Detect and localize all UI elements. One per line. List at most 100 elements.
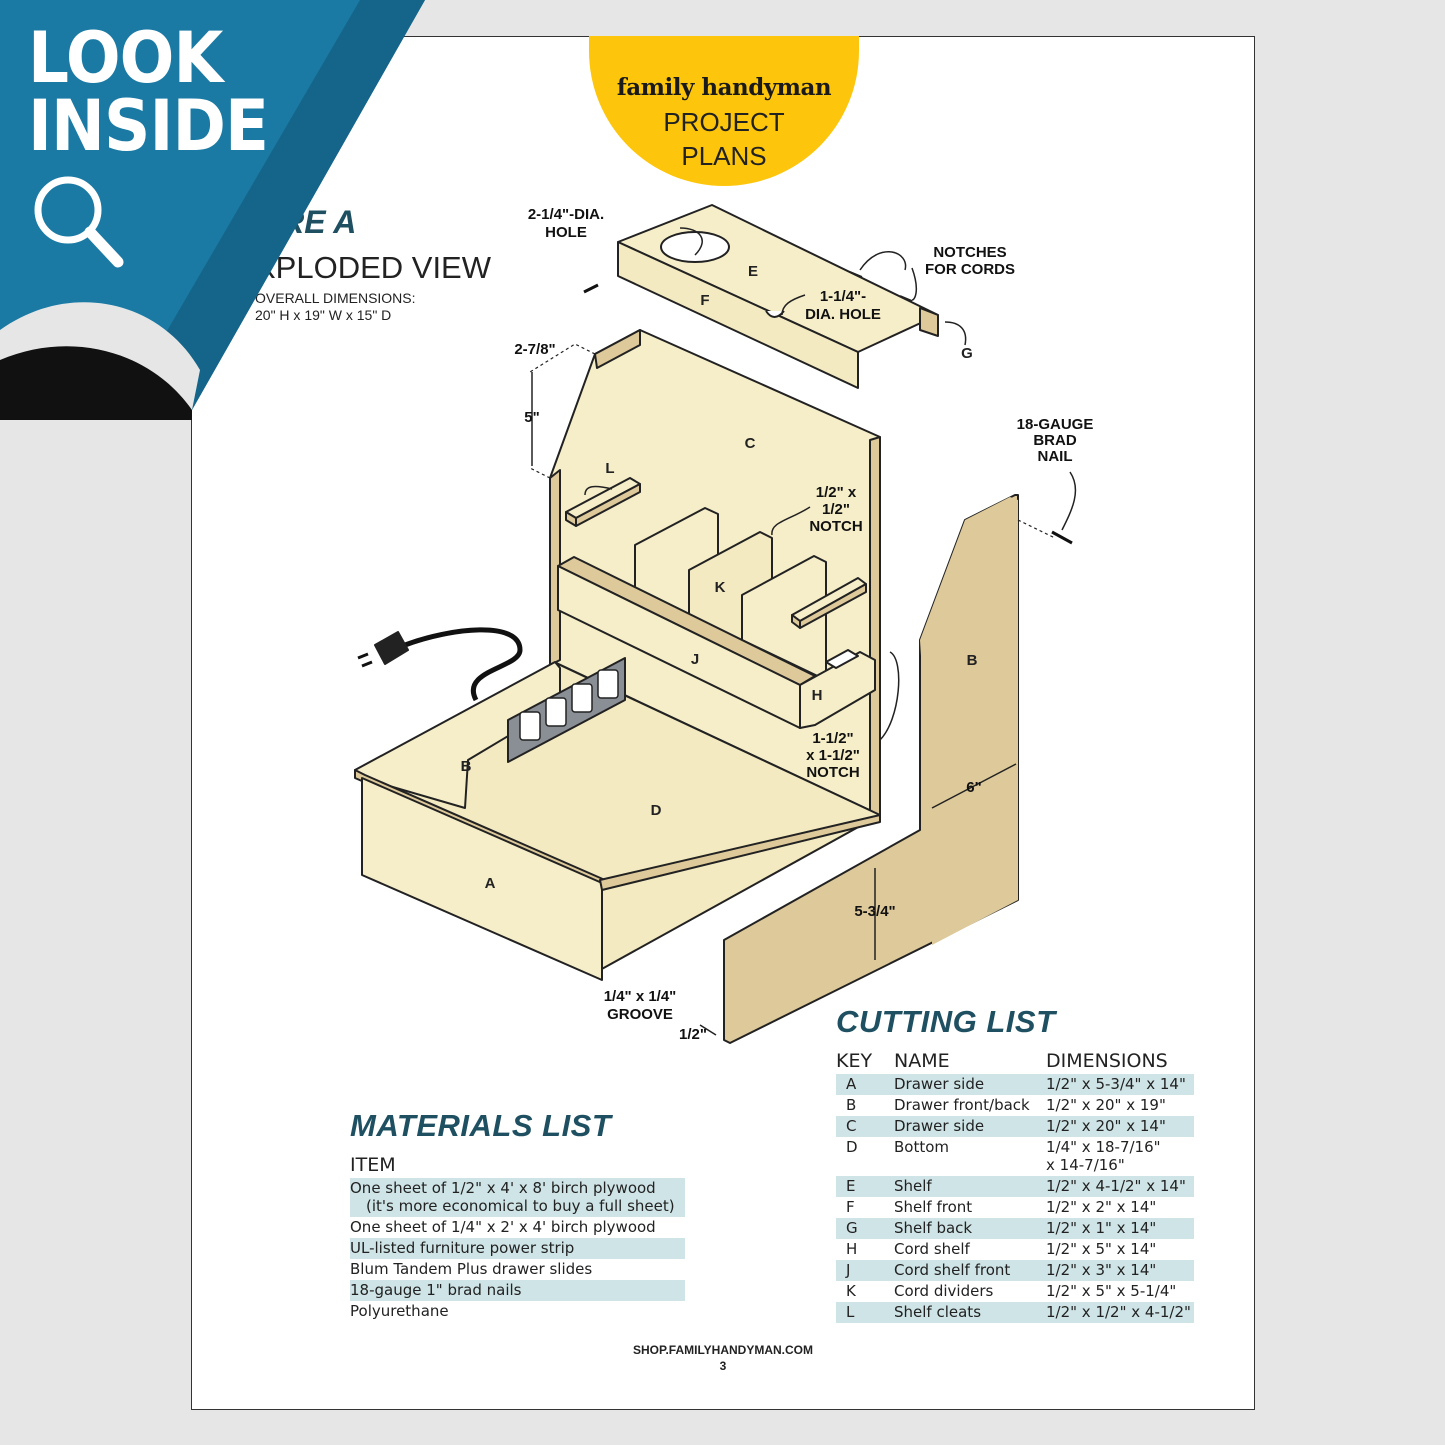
row-dims: 1/2" x 1/2" x 4-1/2" [1046,1303,1191,1321]
row-name: Shelf cleats [894,1303,982,1321]
part-label-f: F [700,292,709,309]
cord-divider-3 [741,555,827,681]
row-key: L [846,1303,855,1321]
magnifier-icon [34,176,124,268]
row-dims: 1/2" x 20" x 19" [1046,1096,1166,1114]
look-inside-banner [0,0,425,420]
row-dims: 1/2" x 3" x 14" [1046,1261,1157,1279]
part-label-h: H [812,687,823,704]
dims-value: 20" H x 19" W x 15" D [255,307,392,323]
cutting-list-header: KEY NAME DIMENSIONS [836,1050,1194,1072]
part-label-a: A [485,875,496,892]
list-item: UL-listed furniture power strip [350,1238,685,1259]
row-name: Shelf [894,1177,932,1195]
header-name: NAME [894,1050,950,1072]
row-dims: 1/2" x 20" x 14" [1046,1117,1166,1135]
table-row: J Cord shelf front 1/2" x 3" x 14" [836,1260,1194,1281]
callout-groove-2: GROOVE [607,1006,673,1023]
row-name: Drawer side [894,1075,985,1093]
row-dims: 1/4" x 18-7/16"x 14-7/16" [1046,1138,1194,1174]
callout-dim-5: 5" [524,409,539,426]
callout-notches-2: FOR CORDS [925,261,1015,278]
callout-dim-6: 6" [966,779,981,796]
row-name: Drawer front/back [894,1096,1030,1114]
callout-notch-half-3: NOTCH [809,518,862,535]
row-dims-line2: x 14-7/16" [1046,1156,1125,1174]
callout-dim-half: 1/2" [679,1026,707,1043]
header-dims: DIMENSIONS [1046,1050,1168,1072]
row-key: D [846,1138,858,1156]
callout-notch-big-1: 1-1/2" [812,730,853,747]
row-key: A [846,1075,857,1093]
table-row: A Drawer side 1/2" x 5-3/4" x 14" [836,1074,1194,1095]
big-hole [660,231,730,263]
header-key: KEY [836,1050,873,1072]
row-name: Cord shelf [894,1240,970,1258]
look-inside-line-2: INSIDE [28,85,269,167]
figure-subtitle: XPLODED VIEW [255,250,491,285]
row-dims: 1/2" x 4-1/2" x 14" [1046,1177,1186,1195]
row-key: C [846,1117,857,1135]
callout-notch-half-2: 1/2" [822,501,850,518]
badge-line-2: PLANS [681,141,767,171]
part-label-c: C [745,435,756,452]
list-item-note: (it's more economical to buy a full shee… [366,1197,675,1215]
part-label-e: E [748,263,758,280]
callout-notch-half-1: 1/2" x [816,484,857,501]
table-row: L Shelf cleats 1/2" x 1/2" x 4-1/2" [836,1302,1194,1323]
brand-badge: family handyman PROJECT PLANS [589,36,859,186]
cutting-list-table: KEY NAME DIMENSIONS A Drawer side 1/2" x 5… [836,1050,1194,1323]
row-name: Cord shelf front [894,1261,1011,1279]
list-item-text: One sheet of 1/2" x 4' x 8' birch plywoo… [350,1179,656,1197]
part-label-b1: B [461,758,472,775]
row-name: Shelf front [894,1198,973,1216]
cutting-list-title: CUTTING LIST [836,1004,1056,1039]
part-label-b2: B [967,652,978,669]
row-key: J [846,1261,851,1279]
row-key: G [846,1219,858,1237]
callout-notches-1: NOTCHES [933,244,1006,261]
power-cord [404,627,523,702]
left-side-panel [549,469,561,666]
row-key: H [846,1240,858,1258]
list-item: 18-gauge 1" brad nails [350,1280,685,1301]
row-name: Cord dividers [894,1282,994,1300]
footer-url: SHOP.FAMILYHANDYMAN.COM [632,1343,814,1357]
part-label-d: D [651,802,662,819]
callout-hole-big-2: HOLE [545,224,587,241]
list-item: Blum Tandem Plus drawer slides [350,1260,593,1278]
callout-notch-big-2: x 1-1/2" [806,747,860,764]
part-label-g: G [961,345,973,362]
callout-hole-big-1: 2-1/4"-DIA. [528,206,604,223]
row-key: K [846,1282,856,1300]
callout-dim-278: 2-7/8" [514,341,555,358]
row-dims: 1/2" x 2" x 14" [1046,1198,1157,1216]
materials-header: ITEM [350,1154,396,1176]
row-dims: 1/2" x 5-3/4" x 14" [1046,1075,1186,1093]
table-row: K Cord dividers 1/2" x 5" x 5-1/4" [836,1281,1194,1302]
badge-line-1: PROJECT [663,107,785,137]
list-item: One sheet of 1/4" x 2' x 4' birch plywoo… [350,1218,656,1236]
row-key: B [846,1096,857,1114]
table-row: B Drawer front/back 1/2" x 20" x 19" [836,1095,1194,1116]
callout-hole-small-1: 1-1/4"- [820,288,866,305]
plug-icon [374,631,409,665]
part-label-k: K [715,579,726,596]
row-dims: 1/2" x 1" x 14" [1046,1219,1157,1237]
row-dims: 1/2" x 5" x 5-1/4" [1046,1282,1177,1300]
row-name: Drawer side [894,1117,985,1135]
table-row: C Drawer side 1/2" x 20" x 14" [836,1116,1194,1137]
part-label-j: J [691,651,699,668]
callout-groove-1: 1/4" x 1/4" [604,988,677,1005]
row-dims: 1/2" x 5" x 14" [1046,1240,1157,1258]
callout-hole-small-2: DIA. HOLE [805,306,881,323]
brand-logo: family handyman [616,74,832,101]
list-item: Polyurethane [350,1302,449,1320]
row-name: Shelf back [894,1219,973,1237]
page-number: 3 [719,1359,727,1373]
part-label-l: L [605,460,614,477]
shelf-back-g [919,307,939,337]
table-row: H Cord shelf 1/2" x 5" x 14" [836,1239,1194,1260]
materials-list: ITEM One sheet of 1/2" x 4' x 8' birch p… [350,1154,685,1322]
